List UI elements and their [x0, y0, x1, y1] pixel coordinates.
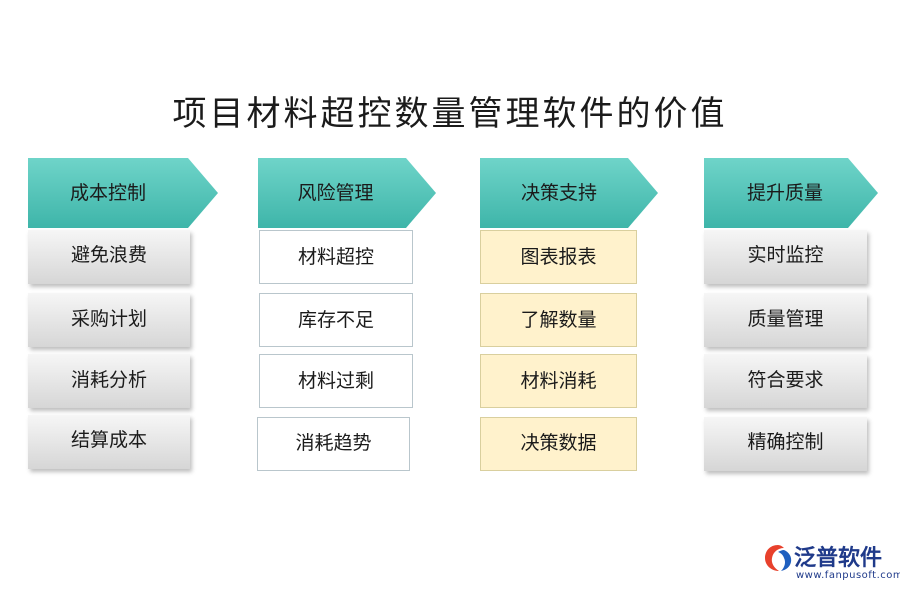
arrow-banner-shape: [480, 158, 658, 228]
column-header: 决策支持: [480, 158, 670, 228]
list-item: 避免浪费: [28, 230, 190, 284]
list-item: 材料过剩: [259, 354, 413, 408]
column-header-label: 决策支持: [520, 182, 597, 204]
list-item: 消耗趋势: [257, 417, 410, 471]
brand-logo: 泛普软件 www.fanpusoft.com: [758, 538, 900, 590]
list-item: 了解数量: [480, 293, 637, 347]
logo-brand-text: 泛普软件: [794, 546, 883, 571]
list-item: 结算成本: [28, 415, 190, 469]
column-header-label: 提升质量: [746, 182, 823, 204]
column-header: 风险管理: [258, 158, 448, 228]
list-item: 质量管理: [704, 293, 867, 347]
list-item: 实时监控: [704, 230, 867, 284]
logo-url-text: www.fanpusoft.com: [796, 570, 900, 581]
arrow-banner-shape: [28, 158, 218, 228]
list-item: 采购计划: [28, 293, 190, 347]
page-title: 项目材料超控数量管理软件的价值: [172, 94, 728, 134]
column-header: 提升质量: [704, 158, 894, 228]
column-header: 成本控制: [28, 158, 218, 228]
list-item: 精确控制: [704, 417, 867, 471]
arrow-banner-shape: [258, 158, 436, 228]
list-item: 库存不足: [259, 293, 413, 347]
column-header-label: 风险管理: [297, 182, 374, 204]
fanpu-logo-icon: [765, 545, 792, 571]
list-item: 材料消耗: [480, 354, 637, 408]
list-item: 消耗分析: [28, 354, 190, 408]
list-item: 图表报表: [480, 230, 637, 284]
list-item: 符合要求: [704, 354, 867, 408]
list-item: 材料超控: [259, 230, 413, 284]
column-header-label: 成本控制: [69, 182, 146, 204]
list-item: 决策数据: [480, 417, 637, 471]
arrow-banner-shape: [704, 158, 878, 228]
